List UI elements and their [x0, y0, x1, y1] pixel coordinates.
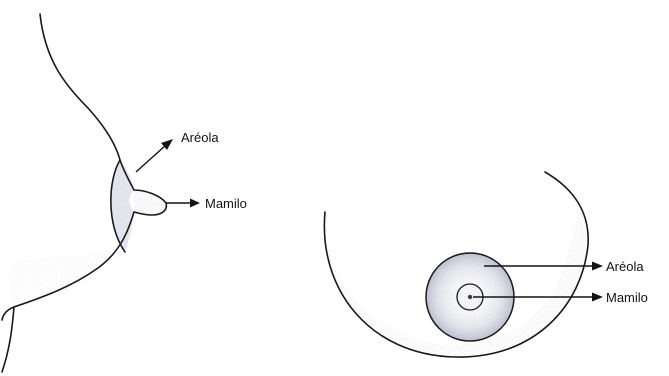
side-view: Aréola Mamilo: [2, 14, 247, 372]
front-nipple-label: Mamilo: [606, 290, 648, 305]
side-areola-arrow-line: [136, 145, 166, 172]
side-areola-label: Aréola: [181, 130, 219, 145]
side-nipple-arrowhead: [190, 199, 200, 208]
side-breast-shading: [10, 250, 118, 307]
front-nipple-arrowhead: [592, 293, 603, 302]
side-nipple: [134, 190, 166, 215]
front-nipple-center: [468, 295, 472, 299]
front-areola-arrowhead: [592, 262, 603, 271]
side-nipple-label: Mamilo: [205, 196, 247, 211]
front-areola-label: Aréola: [606, 259, 644, 274]
front-view: Aréola Mamilo: [322, 172, 648, 357]
